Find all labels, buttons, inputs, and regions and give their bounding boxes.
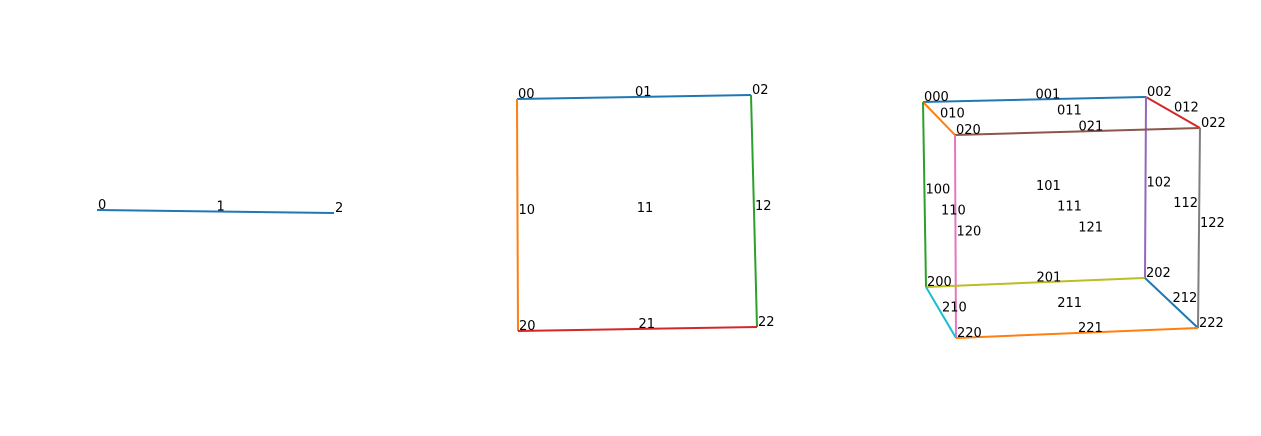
node-label-021: 021 (1079, 120, 1104, 135)
node-label-12: 12 (755, 199, 772, 214)
edge-000-020 (922, 101, 956, 136)
node-label-11: 11 (637, 201, 654, 216)
node-label-121: 121 (1078, 220, 1103, 235)
edge-022-222 (1197, 127, 1201, 329)
node-label-21: 21 (639, 317, 656, 332)
node-label-000: 000 (924, 90, 949, 105)
edge-0-2 (96, 209, 335, 214)
node-label-220: 220 (957, 326, 982, 341)
node-label-221: 221 (1078, 321, 1103, 336)
node-label-1: 1 (217, 200, 225, 215)
edge-020-022 (954, 127, 1201, 136)
node-label-210: 210 (942, 301, 967, 316)
node-label-102: 102 (1147, 176, 1172, 191)
panel-3d-lattice: 000 001 002 010 011 012 020 021 022 100 101 102 110 1… (922, 85, 1226, 341)
node-label-0: 0 (98, 198, 106, 213)
node-label-2: 2 (335, 201, 343, 216)
node-label-20: 20 (519, 319, 536, 334)
node-label-202: 202 (1146, 266, 1171, 281)
panel-1d-lattice: 0 1 2 (96, 198, 343, 216)
node-label-011: 011 (1057, 104, 1082, 119)
node-label-122: 122 (1200, 216, 1225, 231)
node-label-012: 012 (1174, 101, 1199, 116)
node-label-00: 00 (518, 87, 535, 102)
node-label-111: 111 (1057, 200, 1082, 215)
node-label-020: 020 (956, 123, 981, 138)
node-label-101: 101 (1036, 179, 1061, 194)
node-label-201: 201 (1037, 271, 1062, 286)
node-label-211: 211 (1057, 296, 1082, 311)
node-label-22: 22 (758, 315, 775, 330)
edge-220-222 (955, 327, 1199, 339)
edge-02-22 (750, 94, 758, 328)
edge-200-202 (925, 277, 1146, 288)
edge-20-22 (517, 326, 758, 332)
node-label-01: 01 (635, 85, 652, 100)
node-label-022: 022 (1201, 116, 1226, 131)
node-label-02: 02 (752, 83, 769, 98)
node-label-002: 002 (1147, 85, 1172, 100)
panel-2d-lattice: 00 01 02 10 11 12 20 21 22 (516, 83, 775, 334)
node-label-110: 110 (941, 204, 966, 219)
node-label-212: 212 (1173, 291, 1198, 306)
node-label-120: 120 (957, 225, 982, 240)
edge-200-220 (925, 286, 957, 339)
node-label-200: 200 (927, 275, 952, 290)
edge-00-02 (516, 94, 752, 100)
edge-020-220 (954, 134, 957, 339)
node-label-010: 010 (940, 107, 965, 122)
node-label-001: 001 (1036, 88, 1061, 103)
node-label-10: 10 (519, 203, 536, 218)
edge-002-022 (1145, 96, 1201, 129)
edge-00-20 (516, 98, 519, 332)
edge-202-222 (1144, 277, 1199, 329)
node-label-100: 100 (926, 183, 951, 198)
edge-002-202 (1144, 96, 1147, 279)
edge-000-200 (922, 101, 927, 288)
node-label-112: 112 (1173, 196, 1198, 211)
node-label-222: 222 (1199, 316, 1224, 331)
edge-000-002 (922, 96, 1147, 103)
